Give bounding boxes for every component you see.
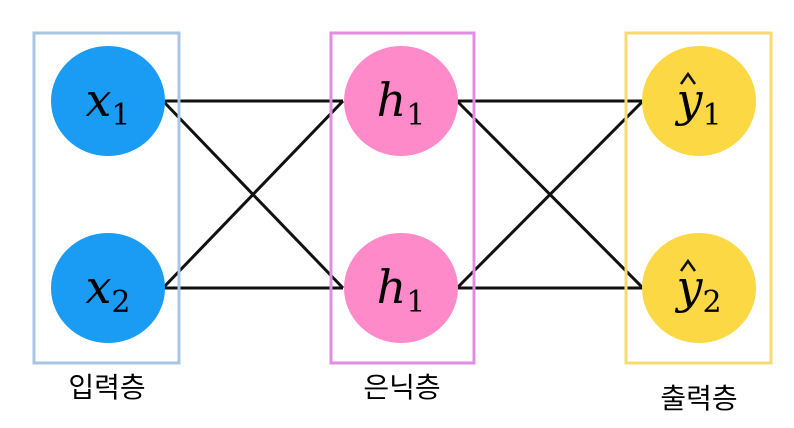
input-node-2: x2 <box>51 233 165 343</box>
svg-text:x2: x2 <box>85 260 130 320</box>
input-layer-box <box>32 31 181 365</box>
svg-text:x1: x1 <box>85 73 130 133</box>
hidden-layer-box <box>329 31 476 365</box>
input-node-1-sub: 1 <box>111 98 130 133</box>
edge-x2-h1 <box>161 99 345 290</box>
edges <box>161 99 645 290</box>
svg-text:y2: y2 <box>674 260 721 320</box>
hidden-node-2-sub: 1 <box>406 285 425 320</box>
input-node-1: x1 <box>51 46 165 156</box>
output-node-2-letter: y <box>674 260 703 314</box>
output-layer-box <box>624 31 773 365</box>
output-node-2: y2 <box>642 233 756 343</box>
output-node-1: y1 <box>642 46 756 156</box>
hidden-node-1-letter: h <box>377 73 407 127</box>
hidden-node-2-letter: h <box>377 260 407 314</box>
hidden-layer-label: 은닉층 <box>363 371 440 404</box>
output-node-1-sub: 1 <box>702 98 721 133</box>
input-node-2-letter: x <box>85 260 111 314</box>
input-node-2-sub: 2 <box>111 285 130 320</box>
output-node-1-letter: y <box>674 73 703 127</box>
svg-text:h1: h1 <box>377 260 426 320</box>
svg-text:h1: h1 <box>377 73 426 133</box>
output-node-1-hat <box>679 71 697 85</box>
output-node-2-hat <box>679 258 697 272</box>
input-node-1-letter: x <box>85 73 111 127</box>
output-layer-label: 출력층 <box>660 382 737 415</box>
edge-h2-y1 <box>455 99 645 290</box>
hidden-node-2: h1 <box>344 233 458 343</box>
hidden-node-1-sub: 1 <box>406 98 425 133</box>
svg-text:y1: y1 <box>674 73 721 133</box>
output-node-2-sub: 2 <box>702 285 721 320</box>
input-layer-label: 입력층 <box>68 371 145 404</box>
hidden-node-1: h1 <box>344 46 458 156</box>
